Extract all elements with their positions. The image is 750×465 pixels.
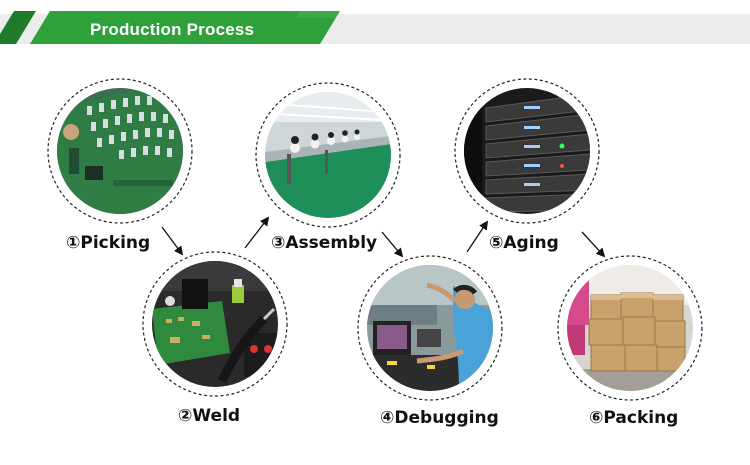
banner-shape bbox=[0, 11, 340, 44]
step-weld bbox=[140, 249, 290, 399]
arrow-1-to-2 bbox=[161, 226, 184, 256]
soldering-station-photo bbox=[152, 261, 278, 387]
arrow-3-to-4 bbox=[381, 231, 404, 258]
cardboard-boxes-photo bbox=[567, 265, 693, 391]
step-label-packing: ⑥Packing bbox=[589, 408, 679, 428]
arrow-2-to-3 bbox=[244, 216, 270, 249]
arrow-5-to-6 bbox=[581, 231, 606, 258]
technician-debugging-photo bbox=[367, 265, 493, 391]
step-label-debugging: ④Debugging bbox=[380, 408, 499, 428]
page-title: Production Process bbox=[90, 20, 255, 39]
step-assembly bbox=[253, 80, 403, 230]
pcb-components-photo bbox=[57, 88, 183, 214]
step-label-assembly: ③Assembly bbox=[271, 233, 378, 253]
step-packing bbox=[555, 253, 705, 403]
arrow-4-to-5 bbox=[466, 220, 489, 253]
step-debugging bbox=[355, 253, 505, 403]
step-label-aging: ⑤Aging bbox=[489, 233, 559, 253]
header-banner: Production Process bbox=[0, 0, 360, 50]
step-picking bbox=[45, 76, 195, 226]
server-rack-aging-photo bbox=[464, 88, 590, 214]
step-label-weld: ②Weld bbox=[178, 406, 241, 426]
step-label-picking: ①Picking bbox=[66, 233, 151, 253]
step-aging bbox=[452, 76, 602, 226]
assembly-line-workers-photo bbox=[265, 92, 391, 218]
